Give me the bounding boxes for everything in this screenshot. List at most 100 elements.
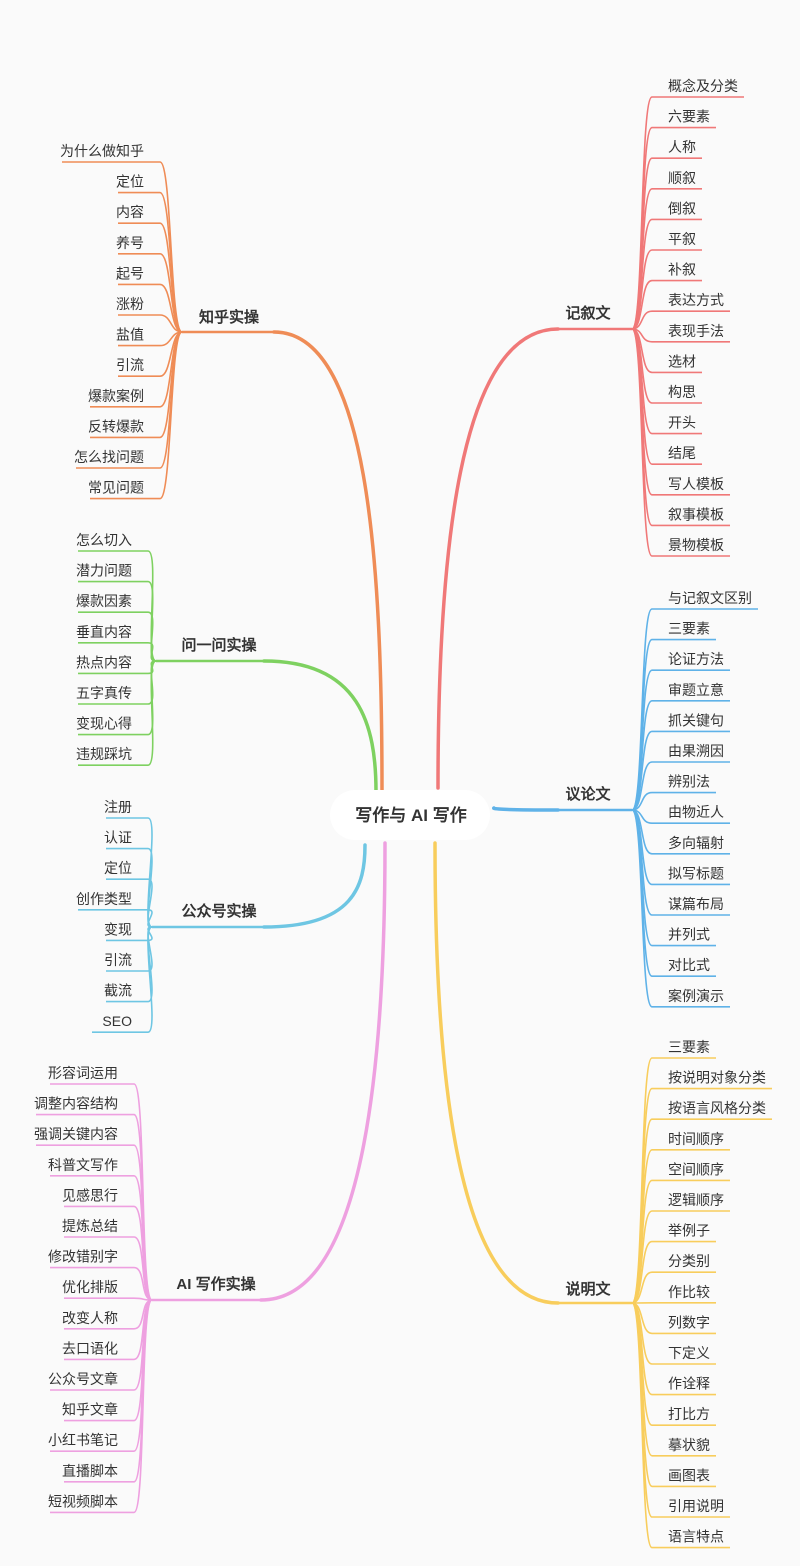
leaf-node[interactable]: 构思: [668, 384, 696, 400]
leaf-node[interactable]: 定位: [104, 860, 132, 876]
leaf-node[interactable]: 下定义: [668, 1345, 710, 1361]
leaf-node[interactable]: 引流: [104, 952, 132, 968]
leaf-node[interactable]: 常见问题: [88, 480, 144, 496]
leaf-node[interactable]: 对比式: [668, 957, 710, 973]
branch-node-zhihu[interactable]: 知乎实操: [199, 308, 260, 326]
leaf-node[interactable]: 平叙: [668, 231, 696, 247]
leaf-node[interactable]: 知乎文章: [62, 1402, 118, 1418]
leaf-node[interactable]: 变现心得: [76, 716, 132, 732]
leaf-node[interactable]: 倒叙: [668, 200, 696, 216]
leaf-node[interactable]: 画图表: [668, 1467, 710, 1483]
leaf-node[interactable]: 注册: [104, 799, 132, 815]
leaf-node[interactable]: 概念及分类: [668, 78, 738, 94]
leaf-node[interactable]: 强调关键内容: [34, 1126, 118, 1142]
leaf-node[interactable]: 开头: [668, 415, 696, 431]
leaf-node[interactable]: 调整内容结构: [34, 1096, 118, 1112]
leaf-node[interactable]: 为什么做知乎: [60, 143, 144, 159]
leaf-node[interactable]: 表达方式: [668, 292, 724, 308]
leaf-node[interactable]: 潜力问题: [76, 563, 132, 579]
leaf-node[interactable]: 写人模板: [668, 476, 724, 492]
leaf-node[interactable]: 六要素: [668, 109, 710, 125]
leaf-node[interactable]: 举例子: [668, 1223, 710, 1239]
leaf-node[interactable]: 案例演示: [668, 988, 724, 1004]
leaf-node[interactable]: 由果溯因: [668, 743, 724, 759]
leaf-node[interactable]: 时间顺序: [668, 1131, 724, 1147]
leaf-node[interactable]: 辨别法: [668, 774, 710, 790]
leaf-node[interactable]: 由物近人: [668, 804, 724, 820]
leaf-node[interactable]: 形容词运用: [48, 1065, 118, 1081]
branch-node-argumentative[interactable]: 议论文: [565, 785, 611, 803]
leaf-node[interactable]: 审题立意: [668, 682, 724, 698]
leaf-node[interactable]: 按说明对象分类: [668, 1070, 766, 1086]
leaf-node[interactable]: 内容: [116, 204, 144, 220]
leaf-node[interactable]: 见感思行: [62, 1187, 118, 1203]
leaf-node[interactable]: 谋篇布局: [668, 896, 724, 912]
leaf-node[interactable]: 改变人称: [62, 1310, 118, 1326]
leaf-node[interactable]: SEO: [102, 1013, 132, 1029]
node-layer: 写作与 AI 写作 知乎实操为什么做知乎定位内容养号起号涨粉盐值引流爆款案例反转…: [34, 78, 766, 1545]
leaf-node[interactable]: 去口语化: [62, 1340, 118, 1356]
leaf-node[interactable]: 结尾: [668, 445, 696, 461]
leaf-node[interactable]: 违规踩坑: [76, 746, 132, 762]
leaf-node[interactable]: 盐值: [116, 327, 144, 343]
leaf-node[interactable]: 叙事模板: [668, 506, 724, 522]
branch-node-gongzhonghao[interactable]: 公众号实操: [181, 902, 257, 920]
leaf-node[interactable]: 作比较: [668, 1284, 710, 1300]
leaf-node[interactable]: 逻辑顺序: [668, 1192, 724, 1208]
leaf-node[interactable]: 怎么切入: [76, 532, 132, 548]
leaf-node[interactable]: 定位: [116, 174, 144, 190]
leaf-node[interactable]: 短视频脚本: [48, 1493, 118, 1509]
leaf-node[interactable]: 认证: [104, 830, 132, 846]
leaf-node[interactable]: 选材: [668, 353, 696, 369]
leaf-node[interactable]: 提炼总结: [62, 1218, 118, 1234]
leaf-node[interactable]: 景物模板: [668, 537, 724, 553]
leaf-node[interactable]: 列数字: [668, 1314, 710, 1330]
leaf-node[interactable]: 修改错别字: [48, 1249, 118, 1265]
leaf-node[interactable]: 论证方法: [668, 651, 724, 667]
leaf-node[interactable]: 怎么找问题: [74, 449, 144, 465]
leaf-node[interactable]: 爆款因素: [76, 593, 132, 609]
leaf-node[interactable]: 五字真传: [76, 685, 132, 701]
leaf-node[interactable]: 养号: [116, 235, 144, 251]
leaf-node[interactable]: 小红书笔记: [48, 1432, 118, 1448]
leaf-node[interactable]: 引用说明: [668, 1498, 724, 1514]
leaf-node[interactable]: 并列式: [668, 927, 710, 943]
leaf-node[interactable]: 反转爆款: [88, 418, 144, 434]
leaf-node[interactable]: 爆款案例: [88, 388, 144, 404]
leaf-node[interactable]: 引流: [116, 357, 144, 373]
leaf-node[interactable]: 优化排版: [62, 1279, 118, 1295]
leaf-node[interactable]: 创作类型: [76, 891, 132, 907]
branch-node-expository[interactable]: 说明文: [565, 1280, 611, 1298]
leaf-link: [631, 1302, 653, 1549]
leaf-node[interactable]: 作诠释: [668, 1376, 710, 1392]
leaf-node[interactable]: 打比方: [668, 1406, 710, 1422]
leaf-node[interactable]: 直播脚本: [62, 1463, 118, 1479]
leaf-node[interactable]: 热点内容: [76, 654, 132, 670]
leaf-node[interactable]: 科普文写作: [48, 1157, 118, 1173]
branch-node-narrative[interactable]: 记叙文: [565, 304, 611, 322]
branch-node-ai-writing[interactable]: AI 写作实操: [176, 1275, 256, 1293]
leaf-node[interactable]: 表现手法: [668, 323, 724, 339]
center-node[interactable]: 写作与 AI 写作: [330, 790, 490, 840]
leaf-node[interactable]: 摹状貌: [668, 1437, 710, 1453]
leaf-node[interactable]: 三要素: [668, 621, 710, 637]
leaf-node[interactable]: 拟写标题: [668, 865, 724, 881]
leaf-node[interactable]: 语言特点: [668, 1529, 724, 1545]
leaf-node[interactable]: 变现: [104, 921, 132, 937]
leaf-node[interactable]: 抓关键句: [668, 712, 724, 728]
leaf-node[interactable]: 起号: [116, 265, 144, 281]
leaf-node[interactable]: 三要素: [668, 1039, 710, 1055]
leaf-node[interactable]: 补叙: [668, 262, 696, 278]
branch-node-wenyiwen[interactable]: 问一问实操: [181, 636, 257, 654]
leaf-node[interactable]: 按语言风格分类: [668, 1100, 766, 1116]
leaf-node[interactable]: 多向辐射: [668, 835, 724, 851]
leaf-node[interactable]: 涨粉: [116, 296, 144, 312]
leaf-node[interactable]: 与记叙文区别: [668, 590, 752, 606]
leaf-node[interactable]: 公众号文章: [48, 1371, 118, 1387]
leaf-node[interactable]: 空间顺序: [668, 1161, 724, 1177]
leaf-node[interactable]: 顺叙: [668, 170, 696, 186]
leaf-node[interactable]: 分类别: [668, 1253, 710, 1269]
leaf-node[interactable]: 垂直内容: [76, 624, 132, 640]
leaf-node[interactable]: 截流: [104, 983, 132, 999]
leaf-node[interactable]: 人称: [668, 139, 696, 155]
